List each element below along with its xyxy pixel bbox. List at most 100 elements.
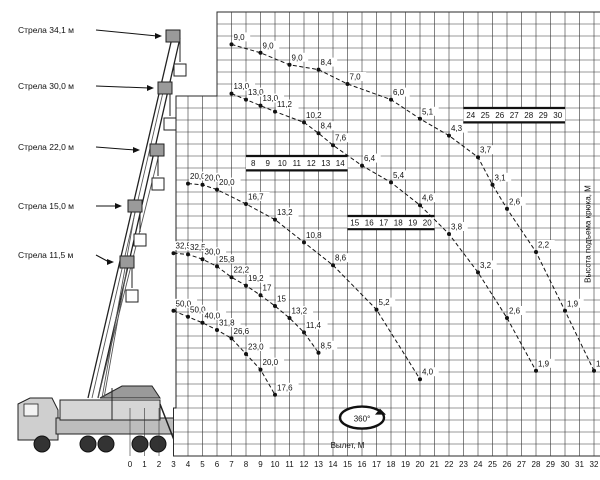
boom-arrow-head — [115, 203, 122, 209]
boom-curve — [173, 310, 276, 396]
label-backdrop — [261, 357, 285, 367]
label-backdrop — [218, 254, 241, 264]
label-backdrop — [450, 222, 468, 231]
data-point — [244, 97, 248, 102]
x-tick-label: 15 — [343, 460, 352, 469]
load-curves: 9,09,09,08,47,06,05,14,33,73,12,62,21,91… — [171, 32, 600, 397]
x-tick-label: 6 — [215, 460, 220, 469]
wheel — [131, 435, 149, 453]
boom-34-line — [97, 37, 181, 399]
point-value-label: 9,0 — [292, 53, 304, 62]
data-point — [244, 202, 248, 206]
boom-arrow-line — [95, 146, 136, 151]
point-value-label: 3,1 — [495, 173, 507, 182]
label-backdrop — [247, 192, 270, 201]
point-value-label: 1,9 — [567, 299, 579, 308]
boom-15-line — [101, 205, 137, 399]
strip-background — [347, 216, 435, 230]
point-value-label: 20,0 — [263, 358, 279, 367]
point-value-label: 10,8 — [306, 231, 322, 240]
x-tick-label: 14 — [329, 460, 338, 469]
x-tick-label: 11 — [285, 460, 294, 469]
x-tick-label: 29 — [546, 460, 555, 469]
data-point — [186, 252, 190, 257]
point-value-label: 32,5 — [176, 242, 192, 251]
point-value-label: 40,0 — [205, 311, 221, 320]
boom-head-30 — [157, 81, 177, 131]
strip-label: 18 — [394, 219, 403, 228]
strip-label: 9 — [266, 159, 271, 168]
superstructure-shape — [59, 399, 161, 421]
data-point — [244, 283, 248, 288]
boom-30-line — [91, 87, 165, 399]
data-point — [171, 308, 176, 313]
point-value-label: 6,0 — [393, 88, 405, 97]
x-tick-label: 30 — [561, 460, 570, 469]
data-point — [490, 182, 495, 187]
strip-label: 13 — [321, 159, 330, 168]
label-backdrop — [232, 32, 251, 42]
point-value-label: 20,0 — [219, 178, 235, 187]
strip-label: 27 — [510, 111, 519, 120]
point-value-label: 50,0 — [176, 299, 192, 308]
label-backdrop — [421, 106, 439, 116]
point-value-label: 11,4 — [306, 321, 322, 330]
label-backdrop — [189, 242, 212, 252]
x-tick-label: 5 — [200, 460, 205, 469]
boom-name-label: Стрела 34,1 м — [18, 25, 74, 35]
data-point — [563, 308, 567, 313]
data-point — [418, 116, 422, 121]
label-backdrop — [595, 358, 600, 368]
point-value-label: 7,6 — [335, 134, 347, 143]
x-tick-label: 18 — [387, 460, 396, 469]
strip-label: 24 — [466, 111, 475, 120]
data-point — [476, 270, 480, 275]
boom-curve — [187, 183, 421, 380]
x-tick-label: 23 — [459, 460, 468, 469]
strip-background — [463, 108, 565, 123]
rotation-indicator: 360° — [338, 405, 386, 430]
point-value-label: 8,5 — [321, 341, 333, 350]
boom-11-line — [103, 261, 129, 399]
strip-label: 25 — [481, 111, 490, 120]
point-value-label: 17 — [263, 284, 272, 293]
data-point — [345, 82, 350, 86]
boom-22-line — [97, 149, 161, 399]
point-value-label: 20,0 — [205, 173, 221, 182]
data-point — [258, 103, 263, 108]
data-point — [215, 187, 219, 192]
label-backdrop — [189, 304, 212, 314]
point-value-label: 9,0 — [234, 33, 246, 42]
data-point — [171, 251, 176, 256]
label-backdrop — [203, 172, 227, 182]
data-point — [258, 50, 263, 55]
crane-illustration — [17, 29, 187, 453]
data-point — [534, 368, 538, 373]
label-backdrop — [334, 253, 352, 263]
point-value-label: 10,2 — [306, 111, 322, 120]
label-backdrop — [377, 297, 396, 307]
point-value-label: 5,4 — [393, 171, 405, 180]
point-value-label: 22,2 — [234, 266, 250, 275]
x-tick-label: 0 — [128, 460, 133, 469]
label-backdrop — [479, 260, 497, 270]
strip-label: 15 — [350, 219, 359, 228]
boom-head-22 — [149, 143, 165, 191]
data-point — [229, 91, 234, 96]
data-point — [229, 275, 234, 280]
point-value-label: 8,4 — [321, 58, 333, 67]
label-backdrop — [290, 52, 309, 62]
x-tick-label: 13 — [314, 460, 323, 469]
data-point — [229, 336, 234, 341]
point-value-label: 11,2 — [277, 100, 293, 109]
boom-name-label: Стрела 11,5 м — [18, 250, 74, 260]
data-point — [273, 109, 277, 114]
strip-label: 29 — [539, 111, 548, 120]
point-value-label: 8,6 — [335, 254, 347, 263]
x-tick-label: 3 — [171, 460, 176, 469]
label-backdrop — [334, 133, 352, 143]
